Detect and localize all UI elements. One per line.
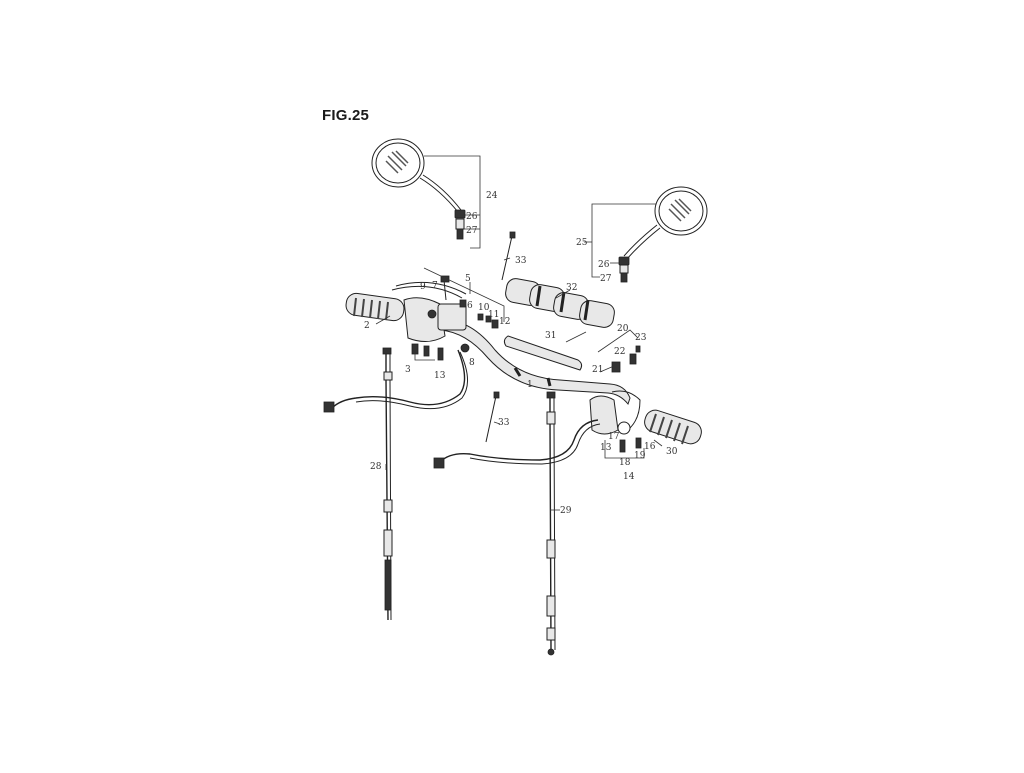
callout-9: 9 — [420, 282, 426, 292]
left-mirror — [371, 138, 481, 249]
callout-32: 32 — [566, 283, 577, 293]
leader-lines — [375, 257, 663, 511]
callout-22: 22 — [614, 347, 625, 357]
callout-26-right: 26 — [598, 260, 610, 270]
left-switch-harness — [323, 349, 468, 413]
callout-11: 11 — [488, 310, 499, 320]
figure-title: FIG.25 — [322, 107, 370, 124]
callout-labels: 1 2 3 5 6 7 8 9 10 11 12 13 13 14 16 17 … — [364, 191, 678, 516]
callout-2: 2 — [364, 321, 370, 331]
callout-27-right: 27 — [600, 274, 612, 284]
callout-27-left: 27 — [466, 226, 478, 236]
callout-10: 10 — [478, 303, 490, 313]
callout-18: 18 — [619, 458, 631, 468]
callout-21: 21 — [592, 365, 603, 375]
callout-28: 28 — [370, 462, 382, 472]
right-grip — [644, 409, 702, 445]
callout-3: 3 — [405, 365, 411, 375]
callout-6: 6 — [467, 301, 473, 311]
callout-31: 31 — [545, 331, 556, 341]
callout-16: 16 — [644, 442, 656, 452]
callout-33-lower: 33 — [498, 418, 510, 428]
cable-tie-upper — [501, 231, 516, 281]
cable-29 — [546, 391, 556, 656]
right-switch-harness — [433, 419, 601, 469]
callout-30: 30 — [666, 447, 678, 457]
right-mirror — [584, 186, 708, 283]
callout-24: 24 — [486, 191, 498, 201]
callout-17: 17 — [608, 432, 620, 442]
callout-5: 5 — [465, 274, 471, 284]
handlebar-pad — [503, 335, 583, 371]
handlebar — [439, 319, 631, 406]
callout-23: 23 — [635, 333, 647, 343]
callout-20: 20 — [617, 324, 629, 334]
callout-29: 29 — [560, 506, 572, 516]
left-control-assembly — [391, 267, 505, 361]
callout-13-right: 13 — [600, 443, 612, 453]
callout-1: 1 — [527, 380, 533, 390]
callout-12: 12 — [499, 317, 510, 327]
callout-25: 25 — [576, 238, 588, 248]
callout-33-upper: 33 — [515, 256, 527, 266]
callout-8: 8 — [469, 358, 475, 368]
callout-26-left: 26 — [466, 212, 478, 222]
callout-7: 7 — [432, 281, 438, 291]
cable-28 — [382, 347, 393, 621]
cable-tie-lower — [485, 391, 500, 443]
left-grip — [345, 292, 405, 322]
foam-pad-set — [505, 278, 615, 328]
callout-14: 14 — [623, 472, 635, 482]
callout-13-left: 13 — [434, 371, 446, 381]
callout-19: 19 — [634, 451, 646, 461]
